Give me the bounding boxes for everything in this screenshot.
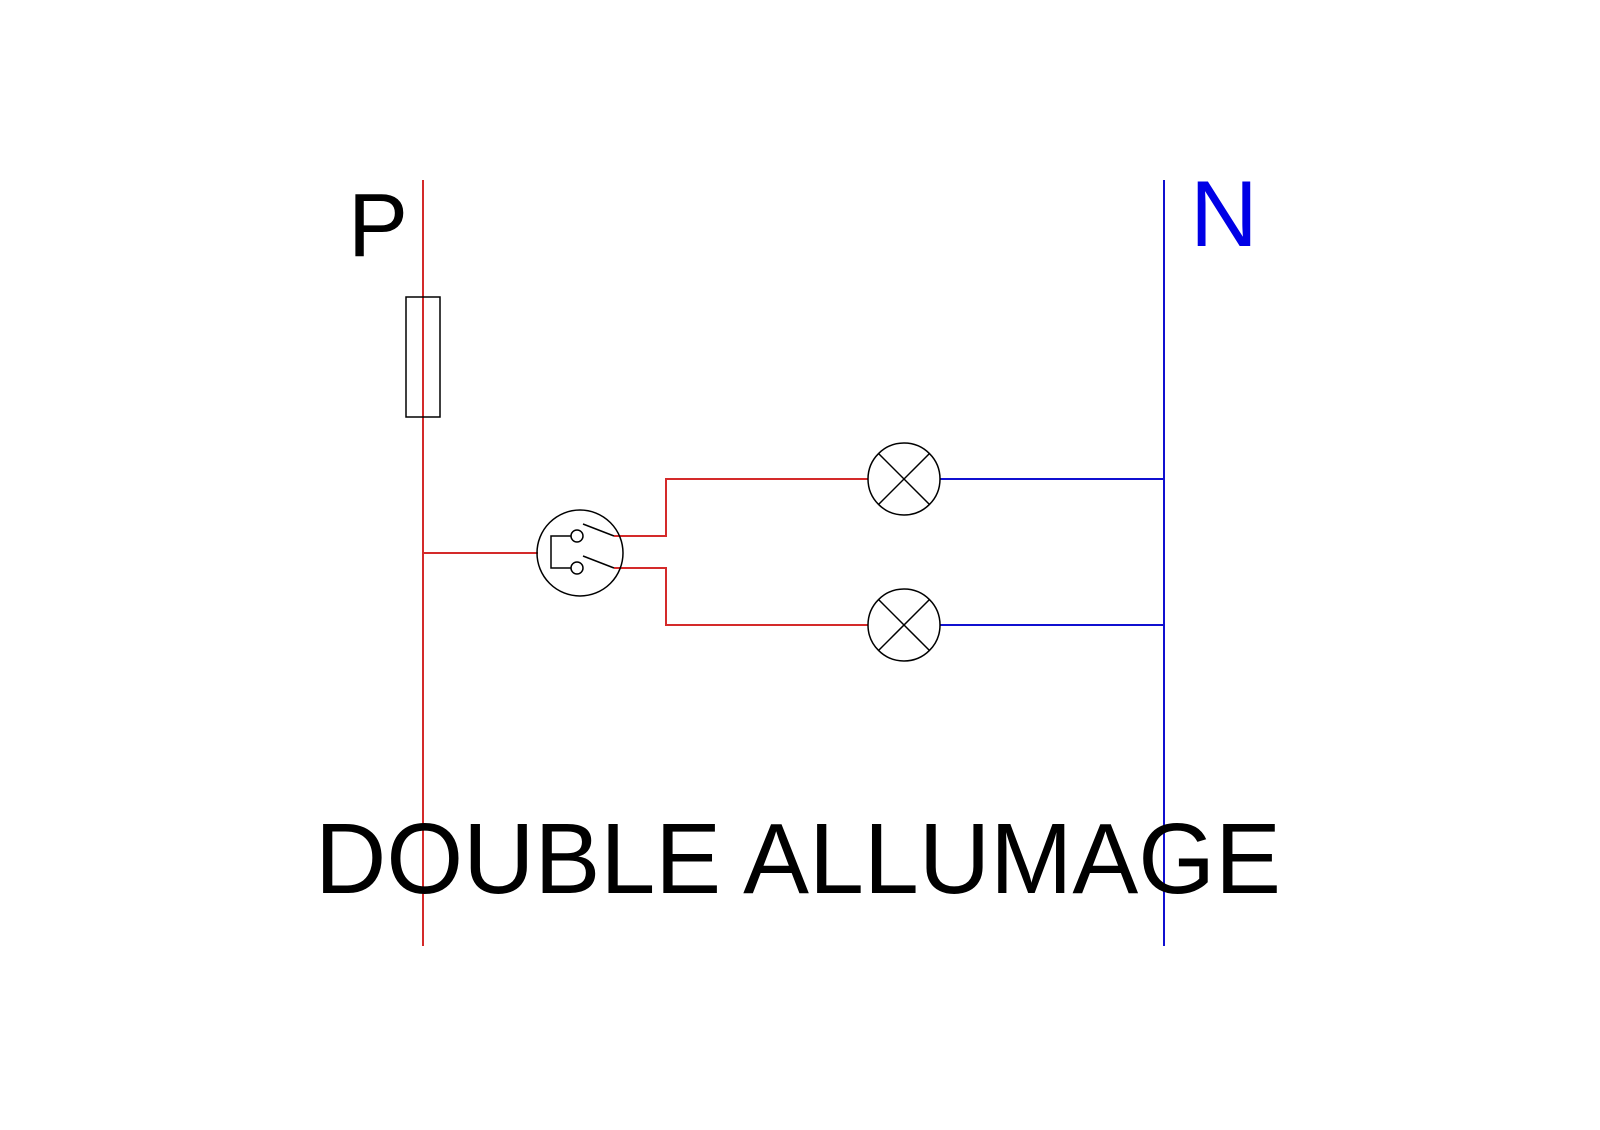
diagram-title: DOUBLE ALLUMAGE: [315, 803, 1281, 915]
switch-lever-2: [582, 555, 615, 569]
switch-contact-1: [570, 529, 584, 543]
phase-wiring: [422, 180, 868, 946]
switch-to-lamp-1-wire: [614, 478, 868, 537]
switch-common-bar: [550, 535, 577, 569]
switch-contact-2: [570, 561, 584, 575]
phase-label: P: [348, 176, 408, 276]
fuse-symbol: [405, 296, 441, 418]
lamp-2-symbol: [867, 588, 941, 662]
lamp-1-symbol: [867, 442, 941, 516]
switch-to-lamp-2-wire: [614, 567, 868, 626]
switch-lever-1: [582, 523, 615, 537]
double-switch-symbol: [536, 509, 624, 597]
neutral-label: N: [1190, 161, 1258, 266]
neutral-wiring: [940, 180, 1165, 946]
switch-housing: [536, 509, 624, 597]
